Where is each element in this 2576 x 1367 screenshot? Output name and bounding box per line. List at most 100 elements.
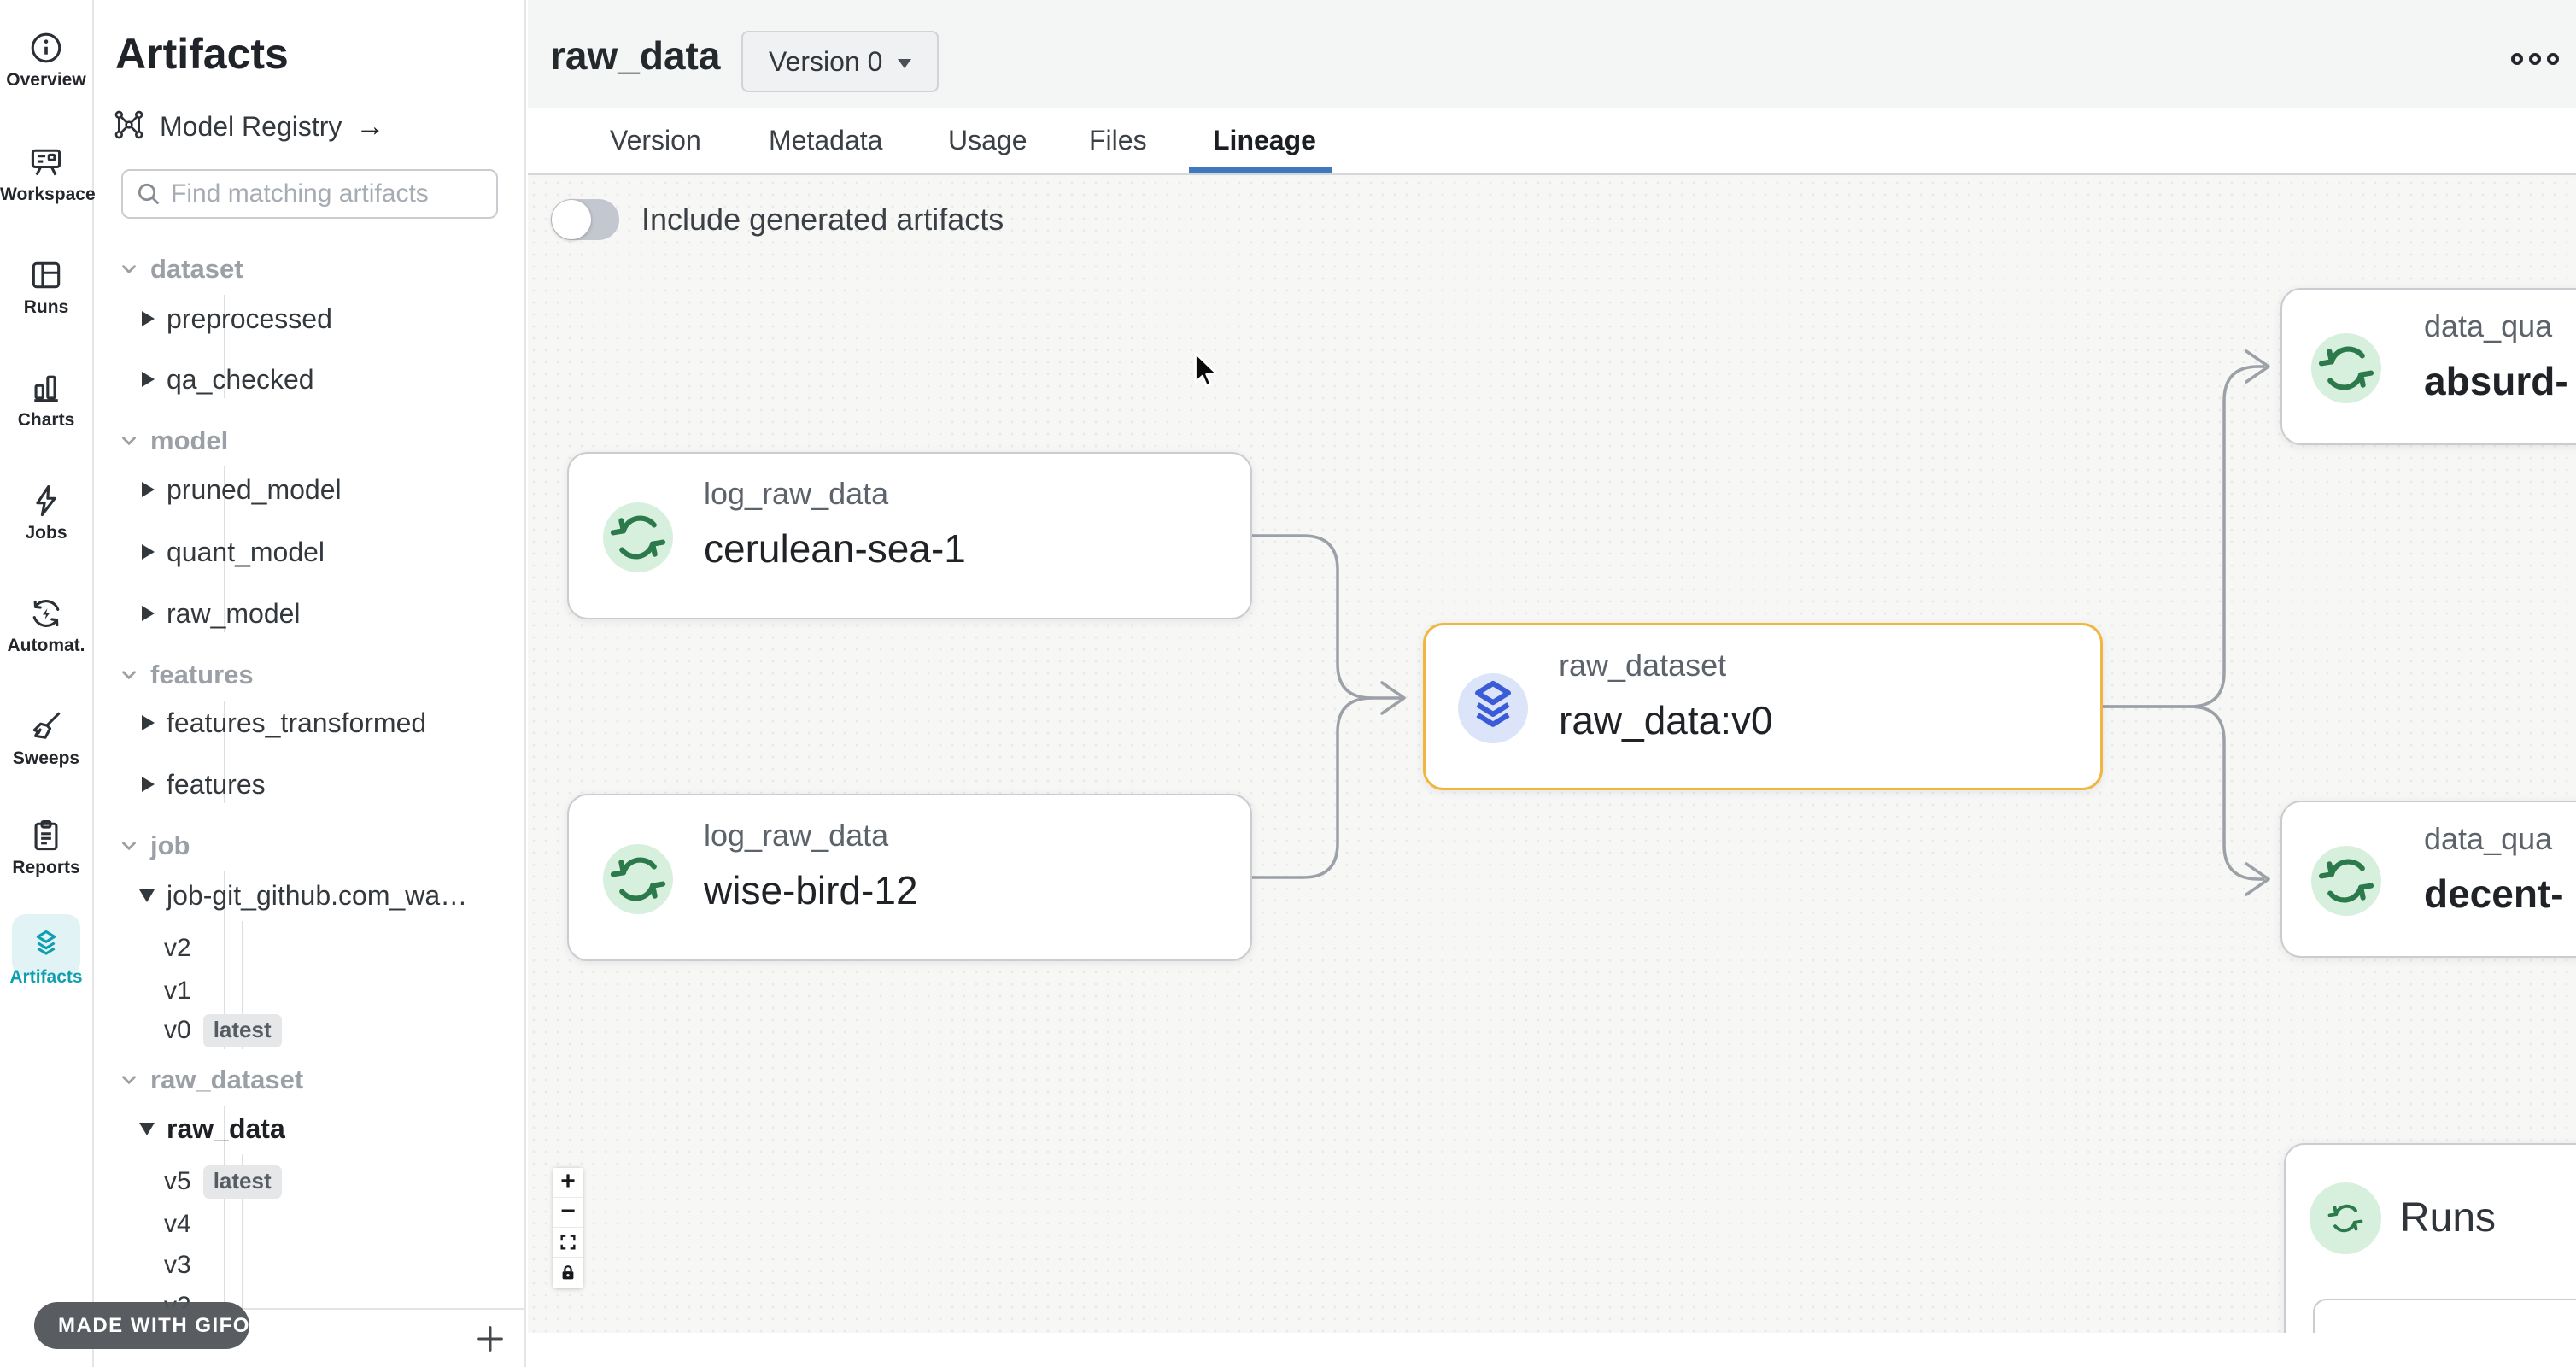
toggle-knob bbox=[552, 200, 591, 239]
rail-label: Charts bbox=[17, 410, 75, 430]
tree-section-job[interactable]: job bbox=[96, 827, 524, 865]
version-dropdown[interactable]: Version 0 bbox=[741, 31, 940, 92]
artifact-header: raw_data Version 0 bbox=[528, 0, 2576, 108]
artifacts-sidebar: Artifacts Model Registry → bbox=[96, 0, 526, 1367]
plus-icon: + bbox=[560, 1166, 576, 1195]
search-input[interactable] bbox=[171, 179, 501, 208]
tree-guide bbox=[224, 701, 225, 803]
tree-item-preprocessed[interactable]: preprocessed bbox=[96, 300, 524, 337]
sidebar-item-overview[interactable]: Overview bbox=[0, 29, 92, 91]
lineage-node-data-quality-decent[interactable]: data_qua decent- bbox=[2280, 801, 2576, 958]
model-registry-link[interactable]: Model Registry → bbox=[112, 106, 384, 147]
dot-icon bbox=[2511, 53, 2523, 65]
triangle-right-icon bbox=[142, 777, 155, 792]
dataset-layers-icon bbox=[1458, 673, 1528, 743]
tab-version[interactable]: Version bbox=[610, 125, 701, 155]
lineage-canvas[interactable]: Include generated artifacts lo bbox=[528, 177, 2576, 1367]
lineage-node-raw-data-v0[interactable]: raw_dataset raw_data:v0 bbox=[1423, 623, 2103, 790]
tree-guide bbox=[224, 295, 225, 398]
chevron-down-icon bbox=[118, 430, 140, 452]
tree-item-features-transformed[interactable]: features_transformed bbox=[96, 704, 524, 742]
runs-panel-title: Runs bbox=[2400, 1195, 2497, 1241]
lineage-node-wise-bird-12[interactable]: log_raw_data wise-bird-12 bbox=[567, 794, 1252, 961]
node-subtitle: data_qua bbox=[2424, 308, 2553, 343]
search-icon bbox=[138, 183, 160, 205]
node-subtitle: raw_dataset bbox=[1559, 648, 1727, 683]
node-title: wise-bird-12 bbox=[704, 868, 918, 912]
triangle-right-icon bbox=[142, 311, 155, 326]
tab-metadata[interactable]: Metadata bbox=[769, 125, 883, 155]
tab-lineage[interactable]: Lineage bbox=[1213, 125, 1316, 155]
lock-view-button[interactable] bbox=[553, 1258, 583, 1288]
tree-section-dataset[interactable]: dataset bbox=[96, 250, 524, 288]
expand-icon bbox=[560, 1235, 576, 1250]
automations-icon bbox=[27, 595, 65, 632]
lineage-node-cerulean-sea-1[interactable]: log_raw_data cerulean-sea-1 bbox=[567, 452, 1252, 619]
tree-version-v0[interactable]: v0 latest bbox=[96, 1012, 524, 1049]
latest-badge: latest bbox=[202, 1165, 282, 1199]
sidebar-item-sweeps[interactable]: Sweeps bbox=[0, 707, 92, 769]
add-artifact-button[interactable] bbox=[473, 1322, 507, 1356]
overflow-menu-button[interactable] bbox=[2511, 53, 2559, 65]
tree-item-pruned-model[interactable]: pruned_model bbox=[96, 471, 524, 508]
made-with-gifox-badge: MADE WITH GIFOX bbox=[34, 1302, 264, 1349]
sidebar-item-reports[interactable]: Reports bbox=[0, 817, 92, 878]
chevron-down-icon bbox=[118, 1069, 140, 1091]
rail-label: Sweeps bbox=[12, 748, 80, 768]
tree-version-v2[interactable]: v2 bbox=[164, 934, 191, 962]
sidebar-item-runs[interactable]: Runs bbox=[0, 256, 92, 318]
triangle-down-icon bbox=[139, 889, 155, 902]
sidebar-item-artifacts[interactable]: Artifacts bbox=[0, 914, 92, 988]
tree-section-features[interactable]: features bbox=[96, 656, 524, 694]
dot-icon bbox=[2547, 53, 2559, 65]
triangle-right-icon bbox=[142, 544, 155, 560]
sidebar-item-charts[interactable]: Charts bbox=[0, 369, 92, 431]
run-sync-icon bbox=[603, 844, 673, 914]
rail-label: Automat. bbox=[7, 636, 85, 655]
lineage-node-data-quality-absurd[interactable]: data_qua absurd- bbox=[2280, 288, 2576, 445]
page-title: Artifacts bbox=[115, 30, 289, 78]
tree-section-model[interactable]: model bbox=[96, 422, 524, 460]
tree-item-raw-data[interactable]: raw_data bbox=[96, 1110, 524, 1147]
tree-item-job-git[interactable]: job-git_github.com_wa… bbox=[96, 877, 524, 914]
tab-files[interactable]: Files bbox=[1089, 125, 1147, 155]
zoom-in-button[interactable]: + bbox=[553, 1168, 583, 1198]
node-title: decent- bbox=[2424, 871, 2564, 916]
active-tab-underline bbox=[1189, 167, 1332, 173]
node-title: cerulean-sea-1 bbox=[704, 526, 966, 571]
workspace-icon bbox=[27, 144, 65, 181]
run-sync-icon bbox=[603, 502, 673, 572]
tree-item-features[interactable]: features bbox=[96, 766, 524, 803]
latest-badge: latest bbox=[202, 1013, 282, 1047]
fit-view-button[interactable] bbox=[553, 1228, 583, 1258]
tree-version-v3[interactable]: v3 bbox=[164, 1251, 191, 1279]
canvas-zoom-toolbar: + − bbox=[553, 1168, 583, 1288]
rail-label: Jobs bbox=[25, 523, 67, 543]
tree-item-raw-model[interactable]: raw_model bbox=[96, 595, 524, 632]
include-generated-toggle[interactable] bbox=[551, 199, 619, 240]
node-title: raw_data:v0 bbox=[1559, 698, 1773, 742]
chevron-down-icon bbox=[898, 58, 912, 68]
rail-label: Reports bbox=[12, 858, 80, 877]
node-subtitle: data_qua bbox=[2424, 821, 2553, 856]
sidebar-item-jobs[interactable]: Jobs bbox=[0, 482, 92, 543]
artifact-search-box[interactable] bbox=[121, 169, 501, 219]
tree-version-v4[interactable]: v4 bbox=[164, 1210, 191, 1238]
triangle-right-icon bbox=[142, 606, 155, 621]
tree-item-qa-checked[interactable]: qa_checked bbox=[96, 361, 524, 398]
tree-item-quant-model[interactable]: quant_model bbox=[96, 533, 524, 571]
tree-guide bbox=[242, 1154, 243, 1308]
node-title: absurd- bbox=[2424, 359, 2568, 403]
sidebar-item-workspace[interactable]: Workspace bbox=[0, 144, 96, 205]
zoom-out-button[interactable]: − bbox=[553, 1198, 583, 1228]
tree-version-v5[interactable]: v5 latest bbox=[96, 1163, 524, 1200]
tab-usage[interactable]: Usage bbox=[948, 125, 1027, 155]
run-sync-icon bbox=[2310, 1182, 2381, 1254]
info-icon bbox=[27, 29, 65, 67]
artifact-tree: dataset preprocessed qa_checked model pr… bbox=[96, 222, 524, 1308]
sidebar-item-automations[interactable]: Automat. bbox=[0, 595, 92, 656]
tree-version-v1[interactable]: v1 bbox=[164, 977, 191, 1005]
tab-bar: Version Metadata Usage Files Lineage bbox=[528, 108, 2576, 175]
toggle-row: Include generated artifacts bbox=[551, 199, 1004, 240]
tree-section-raw-dataset[interactable]: raw_dataset bbox=[96, 1061, 524, 1099]
